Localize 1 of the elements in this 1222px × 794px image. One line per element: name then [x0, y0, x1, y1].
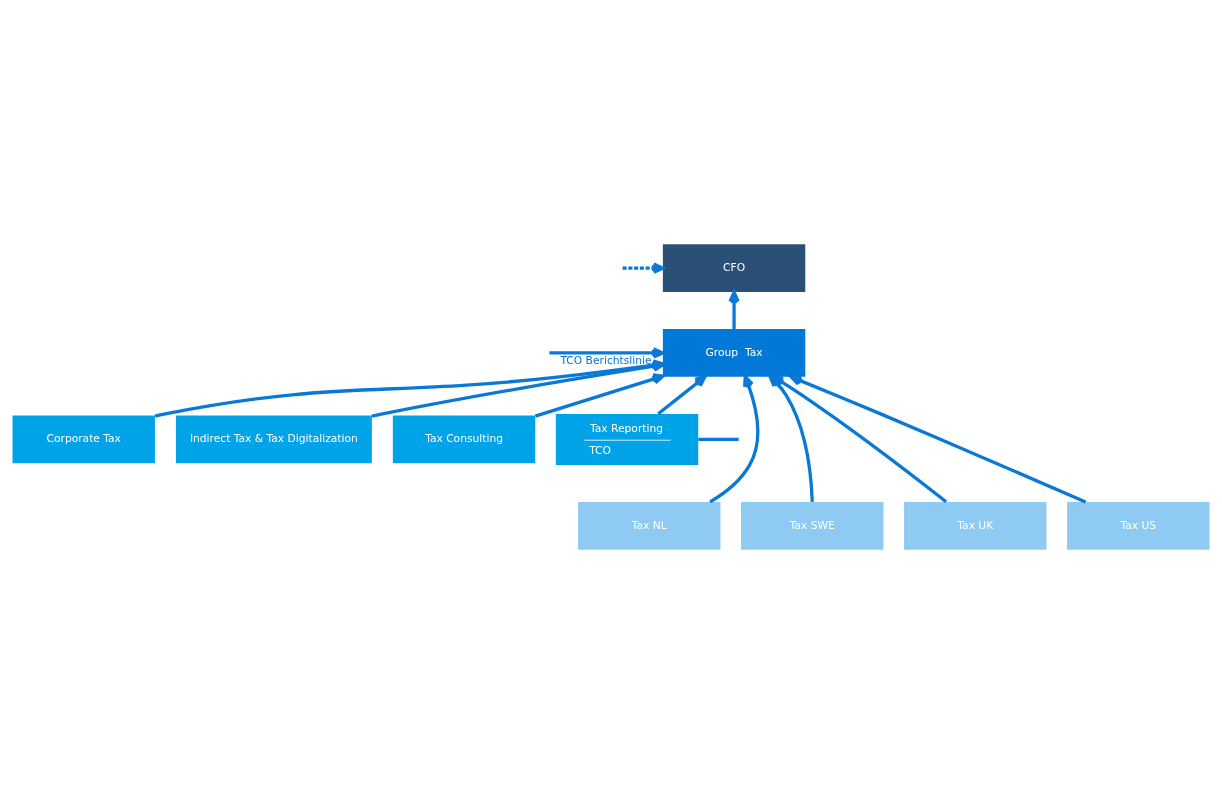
edge-label: TCO Berichtslinie [560, 353, 652, 367]
